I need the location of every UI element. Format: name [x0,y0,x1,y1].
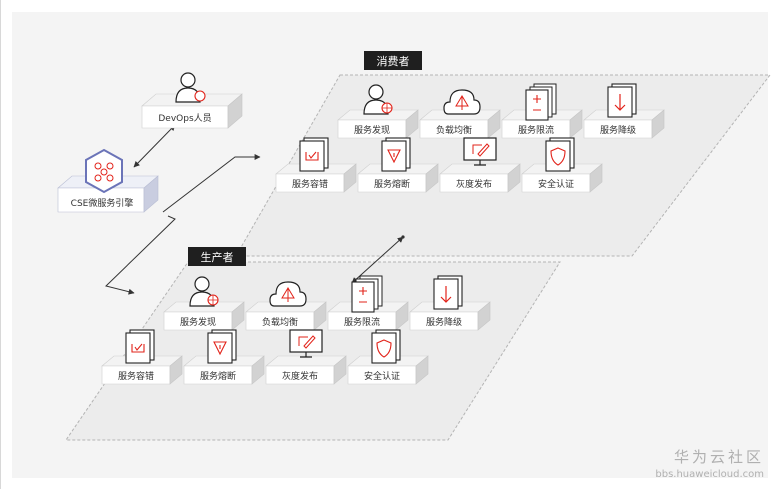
check-card-icon [299,137,329,172]
down-arrow-card-icon [433,275,463,310]
producer-tag: 生产者 [188,247,246,266]
consumer-tile-label: 服务降级 [600,124,636,136]
engine-node[interactable]: CSE微服务引擎 [57,148,159,213]
hexagon-cluster-icon [85,148,123,194]
producer-tile-3[interactable]: 服务降级 [409,275,491,331]
consumer-tile-6[interactable]: 灰度发布 [439,137,521,193]
cloud-balance-icon [443,89,481,115]
person-target-icon [189,276,219,307]
triangle-card-icon [381,137,411,172]
producer-tile-5[interactable]: 服务熔断 [183,329,265,385]
producer-tile-label: 服务降级 [426,316,462,328]
cloud-balance-icon [269,281,307,307]
shield-icon [371,329,401,364]
left-border [0,0,1,489]
producer-tile-label: 服务限流 [344,316,380,328]
watermark: 华为云社区 bbs.huaweicloud.com [655,448,764,480]
consumer-producer-arrow [351,236,404,284]
svg-text:生产者: 生产者 [201,250,234,264]
producer-tile-7[interactable]: 安全认证 [347,329,429,385]
producer-tile-2[interactable]: 服务限流 [327,275,409,331]
consumer-tile-label: 灰度发布 [456,178,492,190]
triangle-card-icon [207,329,237,364]
monitor-pen-icon [463,137,497,166]
consumer-tile-4[interactable]: 服务容错 [275,137,357,193]
consumer-tile-label: 服务限流 [518,124,554,136]
connectors [105,124,405,295]
producer-tile-1[interactable]: 负载均衡 [245,281,327,331]
check-card-icon [125,329,155,364]
monitor-pen-icon [289,329,323,358]
producer-tile-0[interactable]: 服务发现 [163,276,245,331]
consumer-tile-label: 服务容错 [292,178,328,190]
consumer-tile-7[interactable]: 安全认证 [521,137,603,193]
producer-tile-label: 灰度发布 [282,370,318,382]
stacked-docs-plus-minus-icon [525,83,557,121]
consumer-tag: 消费者 [364,51,422,70]
stacked-docs-plus-minus-icon [351,275,383,313]
producer-tile-label: 服务容错 [118,370,154,382]
producer-tile-label: 服务发现 [180,316,216,328]
producer-tile-label: 负载均衡 [262,316,298,328]
consumer-tile-5[interactable]: 服务熔断 [357,137,439,193]
consumer-tile-label: 安全认证 [538,178,574,190]
devops-node[interactable]: DevOps人员 [141,72,243,129]
person-target-icon [363,84,393,115]
producer-tile-label: 安全认证 [364,370,400,382]
person-with-gear-icon [175,72,206,103]
svg-text:消费者: 消费者 [377,54,410,68]
down-arrow-card-icon [607,83,637,118]
producer-tile-4[interactable]: 服务容错 [101,329,183,385]
shield-icon [545,137,575,172]
producer-tile-6[interactable]: 灰度发布 [265,329,347,385]
engine-producer-arrow [105,215,176,295]
consumer-tile-label: 负载均衡 [436,124,472,136]
engine-label: CSE微服务引擎 [71,197,134,209]
watermark-title: 华为云社区 [674,448,764,466]
devops-engine-arrow [133,124,176,168]
engine-consumer-arrow [162,154,261,213]
watermark-url: bbs.huaweicloud.com [655,469,764,480]
devops-label: DevOps人员 [158,113,211,124]
consumer-tile-1[interactable]: 负载均衡 [419,89,501,139]
consumer-tile-2[interactable]: 服务限流 [501,83,583,139]
consumer-tile-label: 服务熔断 [374,178,410,190]
consumer-tile-0[interactable]: 服务发现 [337,84,419,139]
consumer-tile-3[interactable]: 服务降级 [583,83,665,139]
consumer-tile-label: 服务发现 [354,124,390,136]
producer-tile-label: 服务熔断 [200,370,236,382]
